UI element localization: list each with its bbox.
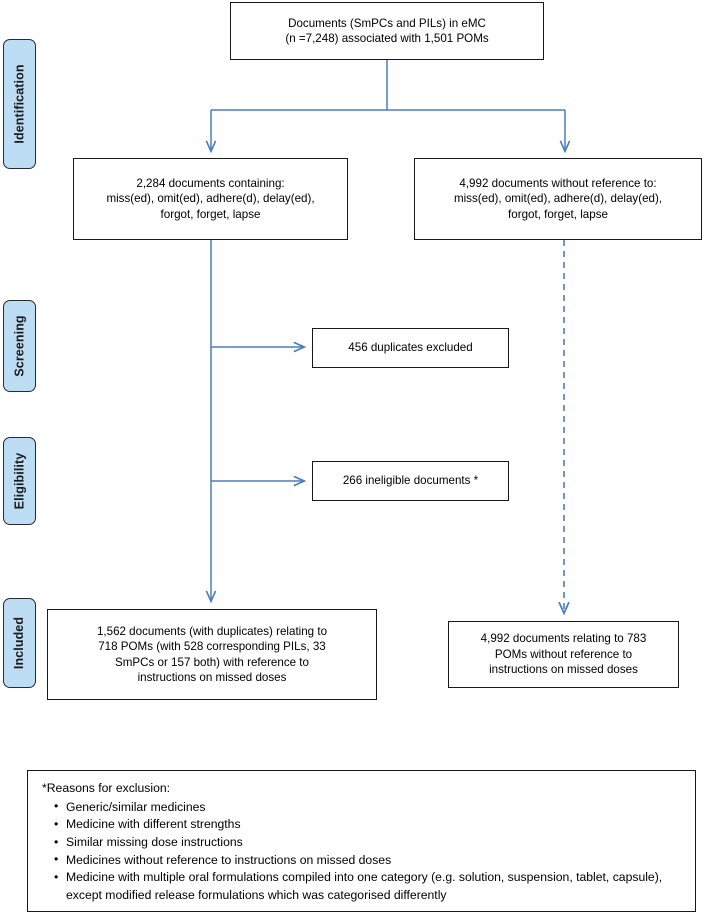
stage-badge-eligibility: Eligibility	[3, 437, 36, 525]
stage-badge-included-label: Included	[12, 616, 27, 670]
box-documents-containing-terms: 2,284 documents containing: miss(ed), om…	[73, 158, 348, 240]
box-documents-without-terms-text: 4,992 documents without reference to: mi…	[453, 176, 663, 221]
box-included-without-reference: 4,992 documents relating to 783 POMs wit…	[448, 621, 679, 688]
list-item: Medicines without reference to instructi…	[54, 851, 683, 870]
stage-badge-screening-label: Screening	[12, 315, 27, 377]
box-duplicates-excluded: 456 duplicates excluded	[312, 328, 509, 368]
stage-badge-eligibility-label: Eligibility	[12, 452, 27, 510]
list-item: Medicine with multiple oral formulations…	[54, 869, 683, 904]
box-ineligible-documents: 266 ineligible documents *	[312, 461, 509, 501]
box-documents-without-terms: 4,992 documents without reference to: mi…	[414, 158, 702, 240]
exclusion-reasons-title: *Reasons for exclusion:	[42, 781, 171, 795]
stage-badge-identification: Identification	[3, 39, 36, 169]
exclusion-reasons-list: Generic/similar medicines Medicine with …	[40, 798, 683, 905]
box-included-without-reference-text: 4,992 documents relating to 783 POMs wit…	[480, 632, 647, 677]
exclusion-reasons-panel: *Reasons for exclusion: Generic/similar …	[27, 770, 696, 912]
box-included-with-reference: 1,562 documents (with duplicates) relati…	[47, 609, 377, 700]
box-included-with-reference-text: 1,562 documents (with duplicates) relati…	[96, 624, 328, 684]
stage-badge-screening: Screening	[3, 300, 36, 392]
list-item: Generic/similar medicines	[54, 798, 683, 817]
stage-badge-included: Included	[3, 598, 36, 688]
box-duplicates-excluded-text: 456 duplicates excluded	[348, 341, 473, 355]
list-item: Similar missing dose instructions	[54, 834, 683, 852]
list-item: Medicine with different strengths	[54, 816, 683, 834]
stage-badge-identification-label: Identification	[12, 64, 27, 144]
box-documents-containing-terms-text: 2,284 documents containing: miss(ed), om…	[106, 176, 315, 221]
box-source-documents-text: Documents (SmPCs and PILs) in eMC (n =7,…	[285, 16, 489, 45]
box-ineligible-documents-text: 266 ineligible documents *	[342, 474, 479, 488]
box-source-documents: Documents (SmPCs and PILs) in eMC (n =7,…	[230, 2, 544, 60]
